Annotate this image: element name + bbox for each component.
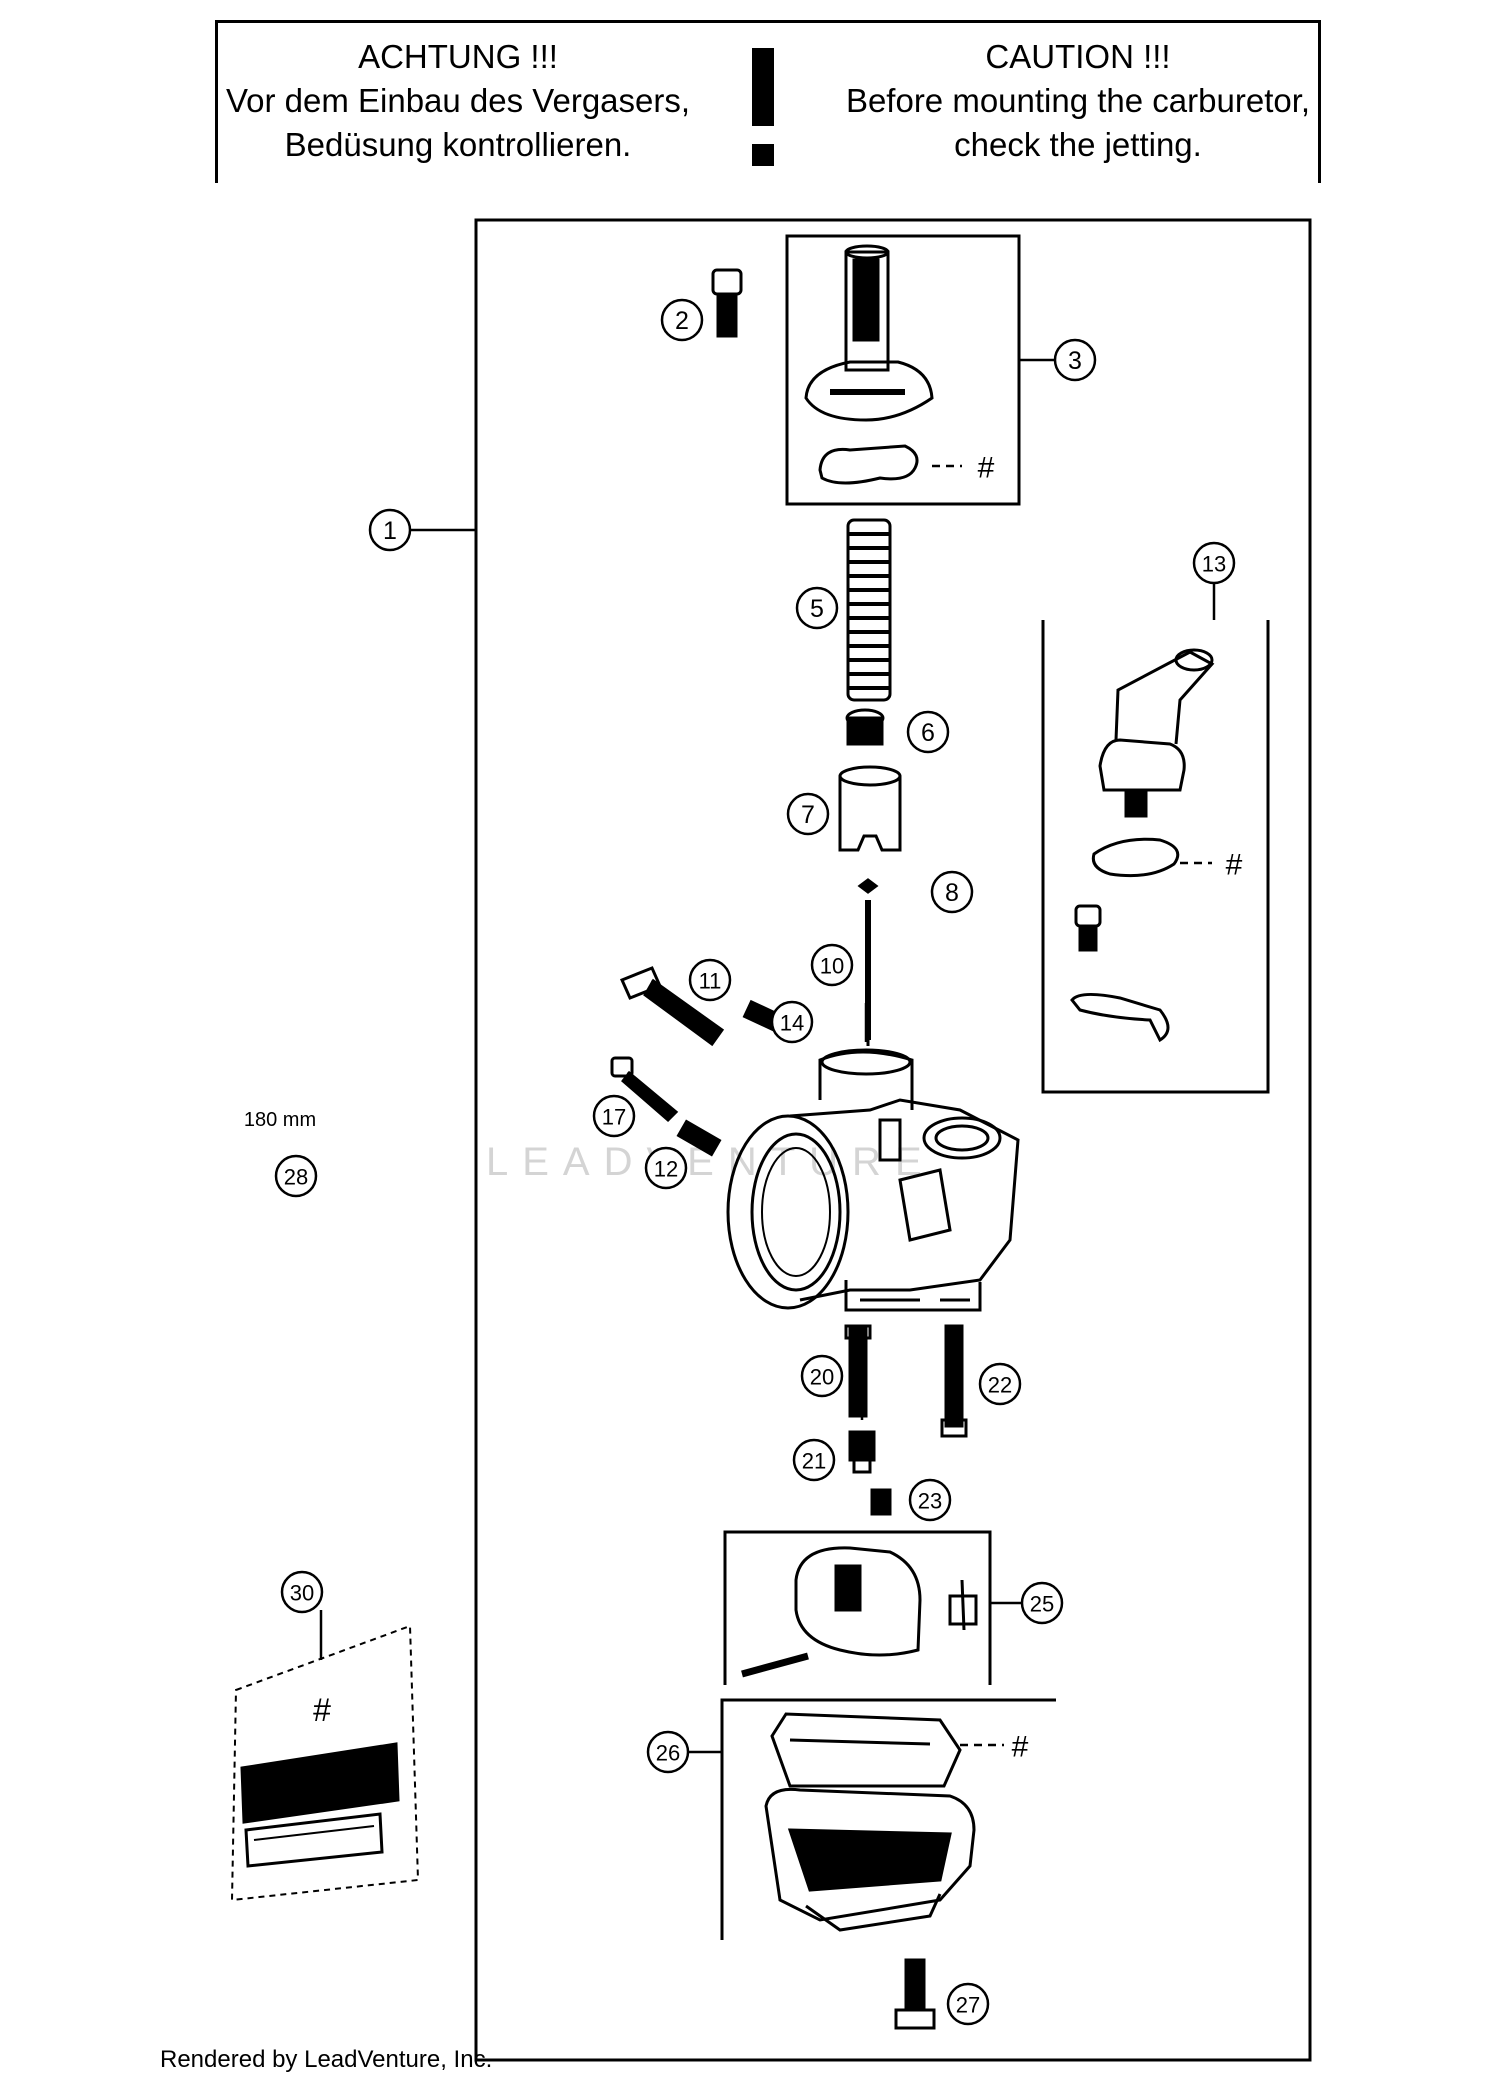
caution-german-line1: Vor dem Einbau des Vergasers, bbox=[225, 82, 691, 119]
part-21-main-jet bbox=[848, 1430, 876, 1474]
callout-circle-20 bbox=[800, 1354, 844, 1398]
callout-circle-27 bbox=[946, 1982, 990, 2026]
callout-circle-5 bbox=[795, 586, 839, 630]
callout-circle-14 bbox=[770, 1000, 814, 1044]
part-13-box bbox=[1041, 620, 1270, 1094]
callout-circle-11 bbox=[688, 958, 732, 1002]
caution-english: CAUTION !!! Before mounting the carburet… bbox=[838, 35, 1318, 167]
caution-german-title: ACHTUNG !!! bbox=[358, 38, 558, 75]
callout-14: 14 bbox=[780, 1011, 804, 1036]
callout-circle-6 bbox=[906, 710, 950, 754]
callout-21: 21 bbox=[802, 1449, 826, 1474]
caution-box: ACHTUNG !!! Vor dem Einbau des Vergasers… bbox=[215, 20, 1321, 183]
callout-20: 20 bbox=[810, 1365, 834, 1390]
part-25-float bbox=[741, 1546, 978, 1678]
callout-circles bbox=[274, 298, 1236, 2026]
part-26-box bbox=[720, 1698, 1056, 1940]
callout-1: 1 bbox=[383, 517, 397, 545]
caution-german: ACHTUNG !!! Vor dem Einbau des Vergasers… bbox=[218, 35, 698, 167]
part-3-top-cap bbox=[804, 244, 934, 485]
callout-2: 2 bbox=[675, 307, 689, 335]
callout-circle-17 bbox=[592, 1094, 636, 1138]
callout-17: 17 bbox=[602, 1105, 626, 1130]
part-13-choke bbox=[1070, 648, 1215, 1043]
part-22-emulsion-tube bbox=[940, 1324, 968, 1438]
callout-circle-10 bbox=[810, 943, 854, 987]
exclamation-icon bbox=[748, 48, 778, 168]
callout-circle-1 bbox=[368, 508, 412, 552]
hash-mark-3: # bbox=[978, 452, 995, 485]
part-23-idle-jet bbox=[870, 1488, 892, 1516]
callout-circle-22 bbox=[978, 1362, 1022, 1406]
callout-circle-8 bbox=[930, 870, 974, 914]
callout-30: 30 bbox=[290, 1581, 314, 1606]
callout-circle-3 bbox=[1053, 338, 1097, 382]
caution-german-line2: Bedüsung kontrollieren. bbox=[284, 126, 632, 163]
part-12-spring bbox=[676, 1119, 722, 1157]
callout-23: 23 bbox=[918, 1489, 942, 1514]
caution-english-title: CAUTION !!! bbox=[985, 38, 1171, 75]
callout-5: 5 bbox=[810, 595, 824, 623]
caution-english-line1: Before mounting the carburetor, bbox=[845, 82, 1311, 119]
part-5-spring bbox=[846, 518, 892, 702]
callout-11: 11 bbox=[699, 969, 722, 994]
callout-circle-25 bbox=[1020, 1581, 1064, 1625]
part-3-box bbox=[785, 234, 1021, 506]
callout-circle-13 bbox=[1192, 541, 1236, 585]
callout-28: 28 bbox=[284, 1165, 308, 1190]
assembly-frame bbox=[474, 218, 1312, 2062]
callout-circle-12 bbox=[644, 1146, 688, 1190]
part-26-float-bowl bbox=[764, 1712, 976, 1932]
callout-circle-2 bbox=[660, 298, 704, 342]
hash-mark-30: # bbox=[313, 1692, 331, 1728]
callout-12: 12 bbox=[654, 1157, 678, 1182]
caution-english-line2: check the jetting. bbox=[954, 126, 1202, 163]
footer-credit: Rendered by LeadVenture, Inc. bbox=[160, 2046, 493, 2073]
part-30-jet-kit bbox=[230, 1624, 420, 1902]
callout-circle-23 bbox=[908, 1478, 952, 1522]
callout-13: 13 bbox=[1202, 552, 1226, 577]
callout-circle-21 bbox=[792, 1438, 836, 1482]
part-7-throttle-slide bbox=[838, 765, 902, 852]
callout-8: 8 bbox=[945, 879, 959, 907]
callout-7: 7 bbox=[801, 801, 815, 829]
part-27-drain-screw bbox=[894, 1958, 936, 2030]
length-note: 180 mm bbox=[244, 1109, 316, 1131]
callout-25: 25 bbox=[1030, 1592, 1054, 1617]
callout-circle-30 bbox=[280, 1570, 324, 1614]
hash-mark-13: # bbox=[1226, 849, 1243, 882]
callout-numbers: 1 2 3 5 6 7 8 10 11 14 17 12 13 20 22 21… bbox=[244, 307, 1243, 2018]
callout-circle-26 bbox=[646, 1730, 690, 1774]
part-2-bolt bbox=[711, 268, 743, 338]
callout-3: 3 bbox=[1068, 347, 1082, 375]
callout-27: 27 bbox=[956, 1993, 980, 2018]
part-11-idle-screw bbox=[619, 966, 725, 1047]
callout-circle-7 bbox=[786, 792, 830, 836]
callout-10: 10 bbox=[820, 954, 844, 979]
hash-mark-26: # bbox=[1012, 1731, 1029, 1764]
callout-circle-28 bbox=[274, 1154, 318, 1198]
callout-6: 6 bbox=[921, 719, 935, 747]
part-25-box bbox=[723, 1530, 992, 1685]
part-20-jet-holder bbox=[844, 1324, 872, 1418]
part-8-clip bbox=[857, 878, 879, 894]
callout-26: 26 bbox=[656, 1741, 680, 1766]
callout-22: 22 bbox=[988, 1373, 1012, 1398]
carburetor-body bbox=[726, 1048, 1020, 1312]
leader-lines bbox=[319, 358, 1216, 1754]
part-6-spring-seat bbox=[845, 708, 885, 746]
part-17-mixture-screw bbox=[610, 1056, 679, 1123]
